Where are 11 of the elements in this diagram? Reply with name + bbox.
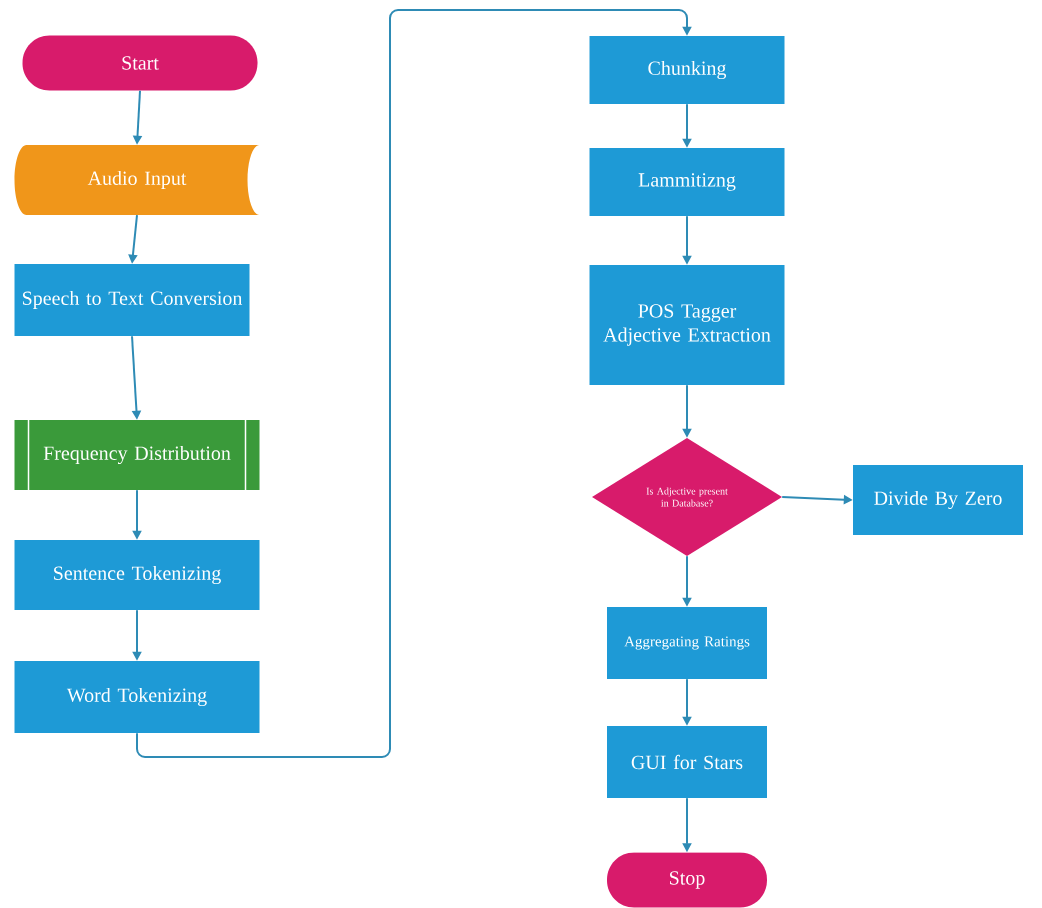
process-box: Aggregating Ratings (607, 607, 767, 679)
process-box: Word Tokenizing (14, 661, 260, 733)
process-box: Lammitizng (589, 148, 785, 216)
process-box: GUI for Stars (607, 726, 767, 798)
predefined-process-box: Frequency Distribution (14, 419, 260, 491)
process-box: Sentence Tokenizing (14, 540, 260, 610)
process-box: Chunking (589, 36, 785, 104)
process-box: Divide By Zero (853, 465, 1023, 535)
process-box: Speech to Text Conversion (14, 264, 250, 336)
arrow (136, 9, 692, 758)
process-box: POS Tagger Adjective Extraction (589, 265, 785, 385)
